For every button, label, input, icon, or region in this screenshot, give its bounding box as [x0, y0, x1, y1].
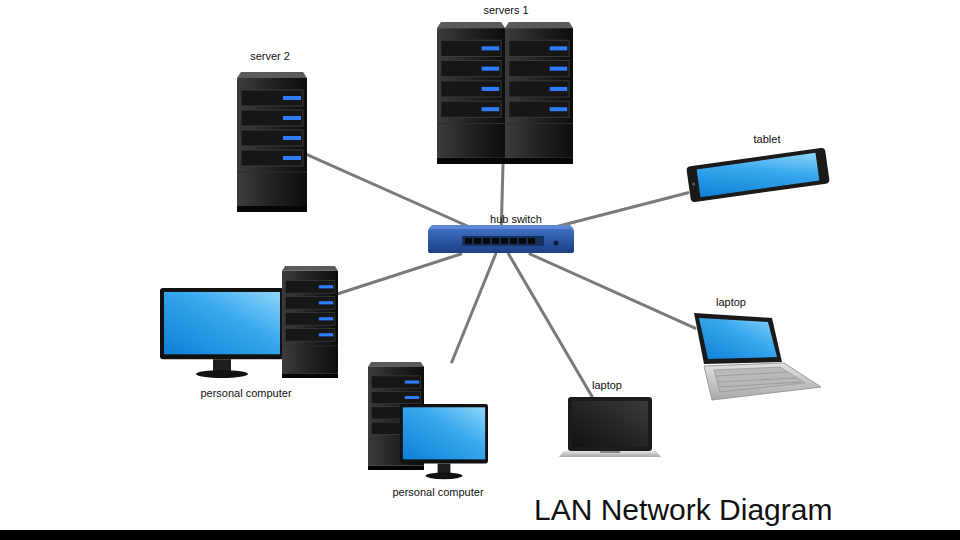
laptop-screen — [572, 401, 648, 447]
port-panel — [462, 236, 544, 246]
switch-port — [483, 238, 490, 244]
switch-port — [501, 238, 508, 244]
network-cable — [530, 254, 695, 328]
tablet-screen — [697, 153, 820, 197]
hub-switch-device — [428, 225, 574, 253]
network-cable — [452, 254, 496, 362]
device-label: tablet — [754, 133, 781, 145]
bottom-band — [0, 530, 960, 540]
device-node: laptop — [695, 312, 821, 401]
server-tower — [237, 72, 307, 212]
computer-monitor — [400, 404, 488, 479]
switch-port — [474, 238, 481, 244]
device-node: servers 1 — [437, 16, 573, 164]
laptop-keyboard — [714, 367, 805, 392]
network-cable — [551, 193, 688, 228]
switch-node: hub switch — [428, 228, 574, 254]
switch-port — [510, 238, 517, 244]
laptop-base — [704, 363, 821, 400]
switch-port — [465, 238, 472, 244]
device-label: personal computer — [200, 387, 291, 399]
laptop-base — [559, 451, 661, 457]
device-label: laptop — [592, 379, 622, 391]
server-tower — [437, 22, 505, 164]
device-node: laptop — [560, 397, 661, 459]
laptop-device — [559, 397, 661, 457]
power-socket — [554, 241, 559, 246]
keyboard-row — [718, 378, 796, 382]
device-label: servers 1 — [483, 4, 528, 16]
device-label: personal computer — [392, 486, 483, 498]
tablet-device — [686, 147, 830, 202]
device-label: server 2 — [250, 50, 290, 62]
laptop-lid — [694, 313, 782, 364]
switch-port — [528, 238, 535, 244]
device-node: personal computer — [368, 362, 488, 479]
laptop-device — [694, 313, 821, 400]
switch-body — [428, 229, 574, 253]
switch-port — [492, 238, 499, 244]
tablet-frame — [686, 147, 830, 202]
network-cable — [307, 155, 472, 228]
device-node: server 2 — [237, 66, 307, 212]
device-node: personal computer — [160, 266, 338, 379]
network-cable — [338, 254, 461, 294]
switch-port — [519, 238, 526, 244]
device-node: tablet — [688, 152, 829, 197]
computer-monitor — [160, 288, 284, 378]
keyboard-row — [719, 382, 801, 387]
diagram-title: LAN Network Diagram — [534, 493, 832, 527]
tablet-button — [692, 182, 696, 186]
device-label: laptop — [716, 296, 746, 308]
server-tower — [505, 22, 573, 164]
switch-top — [428, 225, 574, 229]
laptop-screen — [699, 318, 777, 359]
keyboard-row — [716, 372, 788, 376]
device-label: hub switch — [490, 213, 542, 225]
laptop-notch — [600, 451, 620, 453]
laptop-lid — [568, 397, 652, 451]
network-cable — [509, 254, 593, 397]
computer-tower — [282, 266, 338, 378]
